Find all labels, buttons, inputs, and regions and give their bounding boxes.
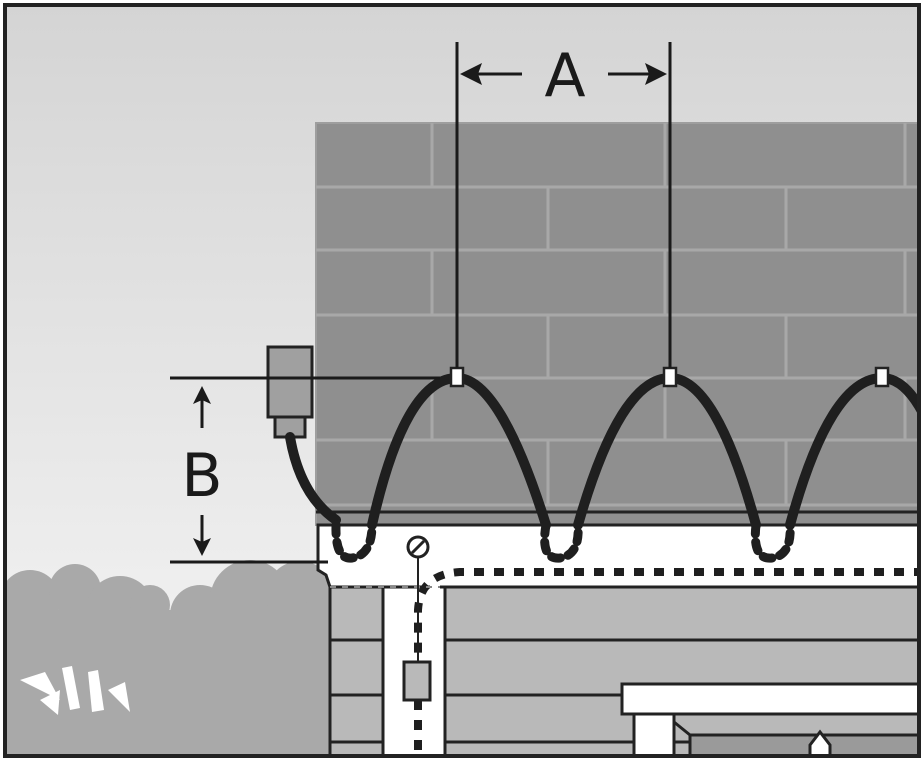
bush-highlights <box>20 666 130 715</box>
dimension-b <box>170 376 440 564</box>
fascia-gutter <box>316 523 918 589</box>
bush-icon <box>6 560 342 755</box>
diagram-frame <box>3 3 921 758</box>
roof-shingles <box>315 122 918 526</box>
dimension-b-label: B <box>181 441 222 511</box>
dimension-a-label: A <box>544 41 585 111</box>
junction-box-icon <box>266 345 314 419</box>
dimension-a <box>455 42 672 368</box>
sensor-box-icon <box>402 535 432 702</box>
porch-structure <box>620 682 918 755</box>
